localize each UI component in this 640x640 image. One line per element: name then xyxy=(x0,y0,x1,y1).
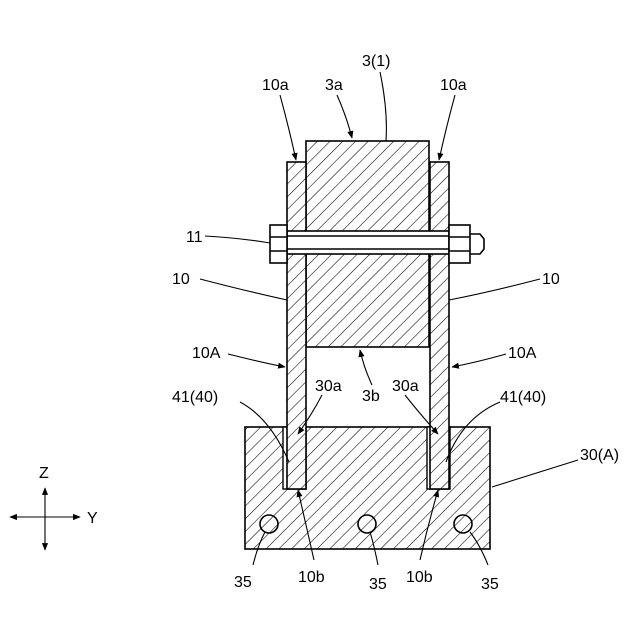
label-35-left: 35 xyxy=(234,574,252,591)
label-30-A: 30(A) xyxy=(580,447,619,464)
label-3a: 3a xyxy=(325,77,343,94)
label-10-right: 10 xyxy=(542,271,560,288)
plate-right xyxy=(430,162,449,489)
bolt-nut xyxy=(449,225,470,263)
label-10a-right: 10a xyxy=(440,77,467,94)
label-30a-left: 30a xyxy=(315,378,342,395)
bolt-head xyxy=(270,225,287,263)
hole-right xyxy=(454,515,472,533)
label-11: 11 xyxy=(186,229,203,246)
bolt-shaft xyxy=(287,231,449,254)
label-41-40-left: 41(40) xyxy=(172,389,218,406)
label-10A-right: 10A xyxy=(508,345,537,362)
hole-left xyxy=(260,515,278,533)
leader-10A-right xyxy=(452,354,506,367)
label-30a-right: 30a xyxy=(392,378,419,395)
label-10b-right: 10b xyxy=(406,569,433,586)
label-10b-left: 10b xyxy=(298,569,325,586)
leader-3b xyxy=(360,350,372,385)
label-35-mid: 35 xyxy=(369,576,387,593)
leader-10A-left xyxy=(228,354,285,367)
leader-11 xyxy=(205,236,270,243)
leader-3a xyxy=(337,95,352,138)
axis-indicator: Z Y xyxy=(10,465,98,550)
label-10a-left: 10a xyxy=(262,77,289,94)
label-35-right: 35 xyxy=(481,576,499,593)
axis-label-z: Z xyxy=(39,465,49,482)
axis-label-y: Y xyxy=(87,510,98,527)
leader-10a-right xyxy=(439,95,455,160)
leader-10a-left xyxy=(280,95,296,160)
label-10-left: 10 xyxy=(172,271,190,288)
leader-30-A xyxy=(492,460,578,487)
hole-mid xyxy=(358,515,376,533)
plate-left xyxy=(287,162,306,489)
leader-10-left xyxy=(200,279,287,300)
label-10A-left: 10A xyxy=(192,345,221,362)
label-3b: 3b xyxy=(362,388,380,405)
bolt-tip xyxy=(470,234,484,254)
label-3-1: 3(1) xyxy=(362,53,390,70)
leader-10-right xyxy=(449,279,540,300)
label-41-40-right: 41(40) xyxy=(500,389,546,406)
leader-3-1 xyxy=(380,72,386,141)
